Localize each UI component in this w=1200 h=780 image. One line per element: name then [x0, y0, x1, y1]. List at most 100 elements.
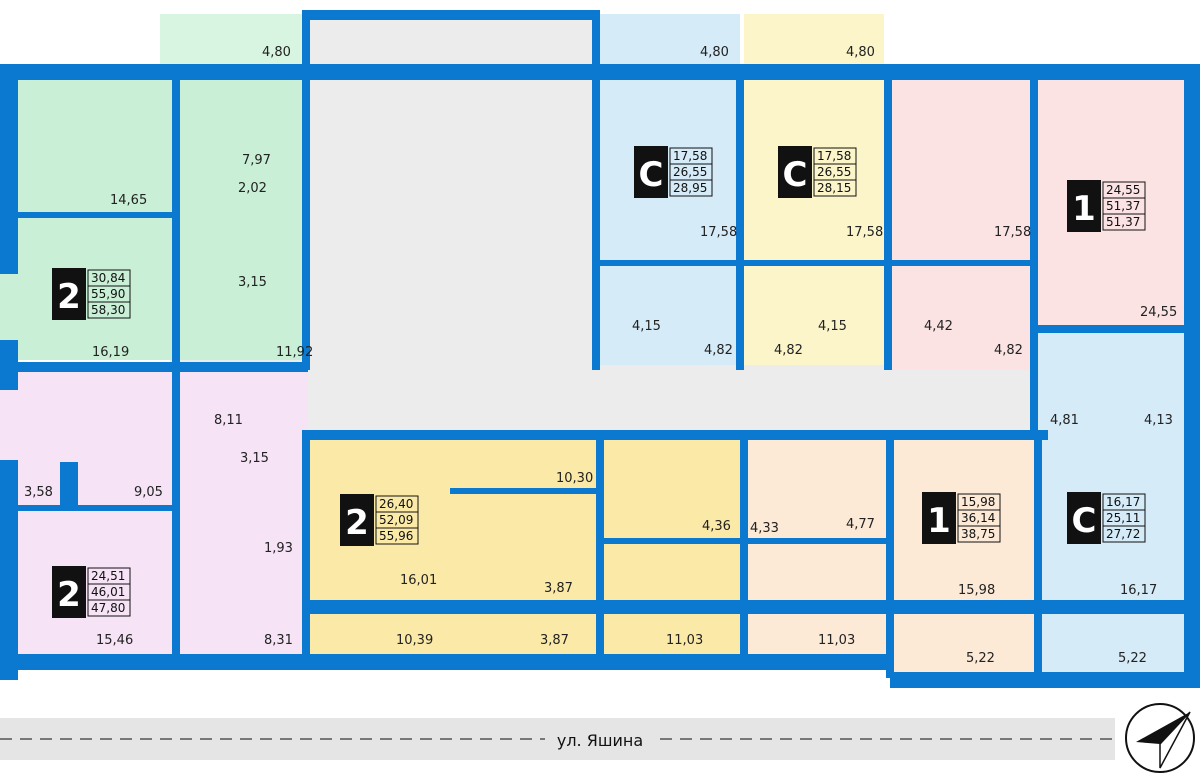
- balcony-top-c2[interactable]: [744, 14, 884, 68]
- apartment-type-box: [340, 494, 374, 546]
- balcony-top-left[interactable]: [160, 14, 302, 68]
- apartment-badge-apt-1-top-right[interactable]: 1 24,55 51,37 51,37: [1067, 180, 1146, 232]
- apartment-area-value: 26,40: [379, 497, 413, 511]
- apartment-type-box: [1067, 492, 1101, 544]
- room-area-label: 11,03: [666, 633, 703, 648]
- room-area-label: 10,39: [396, 633, 433, 648]
- room-area-label: 16,19: [92, 345, 129, 360]
- apartment-area-value: 16,17: [1106, 495, 1140, 509]
- balcony-top-c1[interactable]: [600, 14, 740, 68]
- room-area-label: 5,22: [1118, 651, 1147, 666]
- apartment-areas-box: [957, 493, 1001, 543]
- room-area-label: 24,55: [1140, 305, 1177, 320]
- apartment-badge-apt-c-2[interactable]: С 17,58 26,55 28,15: [778, 146, 857, 198]
- apartment-area-value: 51,37: [1106, 199, 1140, 213]
- walls: [0, 10, 1200, 688]
- apartment-badge-apt-2-bottom-left[interactable]: 2 24,51 46,01 47,80: [52, 566, 131, 618]
- apartment-badge-apt-2-bottom-mid[interactable]: 2 26,40 52,09 55,96: [340, 494, 419, 546]
- room-area-label: 3,87: [540, 633, 569, 648]
- apartment-area-value: 36,14: [961, 511, 995, 525]
- apartment-type: 2: [57, 277, 81, 317]
- apartment-type-box: [1067, 180, 1101, 232]
- apartment-areas-box: [813, 147, 857, 197]
- apartment-area-value: 46,01: [91, 585, 125, 599]
- apartment-area-value: 24,51: [91, 569, 125, 583]
- room-area-label: 4,82: [994, 343, 1023, 358]
- apartment-area-value: 26,55: [817, 165, 851, 179]
- apartment-badge-apt-2-top-left[interactable]: 2 30,84 55,90 58,30: [52, 268, 131, 320]
- apartment-badge-apt-c-1[interactable]: С 17,58 26,55 28,95: [634, 146, 713, 198]
- apartment-type: С: [639, 155, 664, 195]
- room-area-label: 4,82: [774, 343, 803, 358]
- room-area-label: 7,97: [242, 153, 271, 168]
- room-area-label: 17,58: [846, 225, 883, 240]
- room-area-label: 4,77: [846, 517, 875, 532]
- apartment-area-value: 52,09: [379, 513, 413, 527]
- apartment-area-value: 58,30: [91, 303, 125, 317]
- apartment-type: 1: [927, 501, 951, 541]
- apartment-badge-apt-1-bottom-right[interactable]: 1 15,98 36,14 38,75: [922, 492, 1001, 544]
- room-area-label: 8,31: [264, 633, 293, 648]
- room-area-label: 4,15: [632, 319, 661, 334]
- room-fills: [0, 20, 1188, 678]
- room-area-label: 1,93: [264, 541, 293, 556]
- apartment-type-box: [778, 146, 812, 198]
- room-area-label: 16,17: [1120, 583, 1157, 598]
- apartment-areas-box: [375, 495, 419, 545]
- apartment-type-box: [922, 492, 956, 544]
- apartment-type-box: [52, 566, 86, 618]
- apartment-area-value: 38,75: [961, 527, 995, 541]
- room-area-label: 17,58: [700, 225, 737, 240]
- street-name: ул. Яшина: [557, 731, 643, 750]
- apartment-area-value: 15,98: [961, 495, 995, 509]
- apartment-type: С: [1072, 501, 1097, 541]
- apartment-area-value: 28,15: [817, 181, 851, 195]
- apartment-areas-box: [87, 269, 131, 319]
- compass-arrow-icon: [1125, 703, 1195, 773]
- apartment-area-value: 17,58: [817, 149, 851, 163]
- apartment-area-value: 30,84: [91, 271, 125, 285]
- apartment-areas-box: [1102, 493, 1146, 543]
- apartment-type: 2: [345, 503, 369, 543]
- apartment-areas-box: [87, 567, 131, 617]
- room-area-label: 4,42: [924, 319, 953, 334]
- room-area-label: 4,15: [818, 319, 847, 334]
- apartment-area-value: 24,55: [1106, 183, 1140, 197]
- apartment-type: С: [783, 155, 808, 195]
- room-area-label: 9,05: [134, 485, 163, 500]
- room-area-labels: 4,80 4,80 4,80 7,97 14,65 2,02 3,15 16,19 11,92 1…: [24, 45, 1177, 666]
- room-area-label: 4,13: [1144, 413, 1173, 428]
- room-area-label: 15,46: [96, 633, 133, 648]
- room-area-label: 11,92: [276, 345, 313, 360]
- room-area-label: 4,80: [262, 45, 291, 60]
- apartment-areas-box: [1102, 181, 1146, 231]
- room-area-label: 3,15: [238, 275, 267, 290]
- room-area-label: 5,22: [966, 651, 995, 666]
- room-area-label: 2,02: [238, 181, 267, 196]
- apartment-area-value: 28,95: [673, 181, 707, 195]
- apartment-area-value: 17,58: [673, 149, 707, 163]
- apartment-area-value: 27,72: [1106, 527, 1140, 541]
- apartment-area-value: 55,90: [91, 287, 125, 301]
- room-area-label: 3,58: [24, 485, 53, 500]
- room-area-label: 4,80: [700, 45, 729, 60]
- room-area-label: 17,58: [994, 225, 1031, 240]
- apartment-type-box: [634, 146, 668, 198]
- apartment-area-value: 26,55: [673, 165, 707, 179]
- apartment-area-value: 51,37: [1106, 215, 1140, 229]
- apartment-area-value: 55,96: [379, 529, 413, 543]
- room-area-label: 16,01: [400, 573, 437, 588]
- apartment-type: 2: [57, 575, 81, 615]
- room-area-label: 15,98: [958, 583, 995, 598]
- room-area-label: 14,65: [110, 193, 147, 208]
- room-area-label: 4,81: [1050, 413, 1079, 428]
- apartment-area-value: 47,80: [91, 601, 125, 615]
- room-area-label: 4,80: [846, 45, 875, 60]
- street-label-bg: [545, 728, 655, 750]
- apartment-areas-box: [669, 147, 713, 197]
- apartment-type: 1: [1072, 189, 1096, 229]
- room-area-label: 8,11: [214, 413, 243, 428]
